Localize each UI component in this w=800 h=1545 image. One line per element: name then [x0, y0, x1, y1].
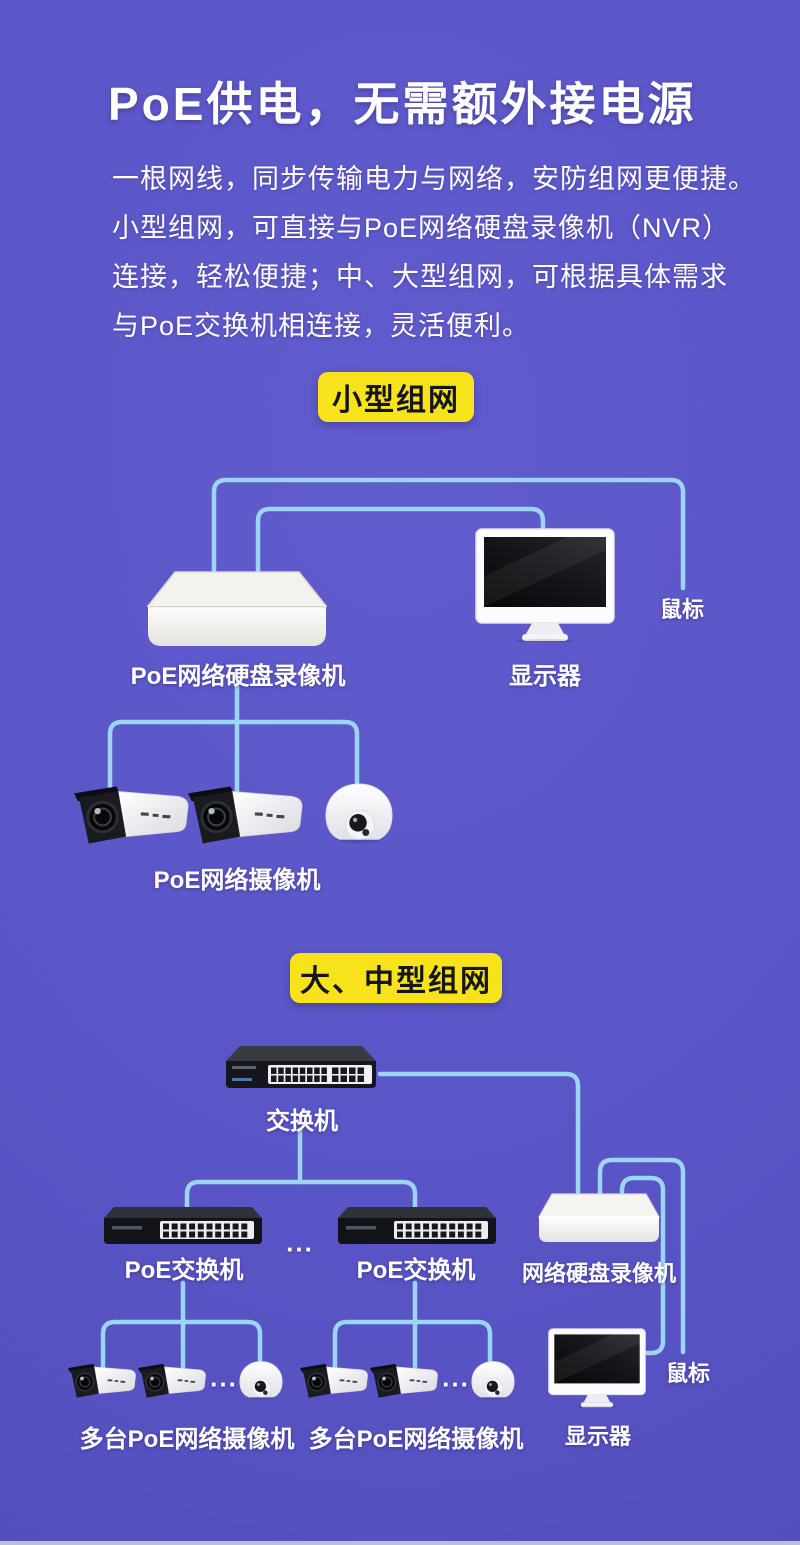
poe-switch-2-device [338, 1204, 496, 1246]
bullet-camera-device [74, 784, 192, 850]
core-switch-label: 交换机 [266, 1108, 338, 1135]
camera-group-1-label: 多台PoE网络摄像机 [79, 1426, 295, 1453]
intro-line-1: 一根网线，同步传输电力与网络，安防组网更便捷。 [112, 164, 756, 194]
bullet-camera-device [300, 1362, 370, 1402]
cable-switch-to-nvr [377, 1071, 581, 1201]
monitor-label: 显示器 [509, 663, 581, 690]
dome-camera-device [236, 1360, 286, 1404]
monitor-device [548, 1328, 646, 1408]
mouse-2-label: 鼠标 [666, 1361, 711, 1386]
dome-camera-device [320, 782, 398, 850]
nvr-device [537, 1192, 661, 1244]
intro-line-4: 与PoE交换机相连接，灵活便利。 [112, 311, 531, 341]
poe-switch-1-label: PoE交换机 [124, 1257, 244, 1284]
bullet-camera-device [188, 784, 306, 850]
section-badge-small: 小型组网 [318, 372, 474, 422]
poe-nvr-label: PoE网络硬盘录像机 [130, 663, 346, 690]
core-switch-device [224, 1046, 380, 1092]
poe-camera-label: PoE网络摄像机 [153, 867, 321, 894]
intro-line-3: 连接，轻松便捷；中、大型组网，可根据具体需求 [112, 262, 728, 292]
cable-camera-bus-g2 [332, 1319, 493, 1370]
poe-switch-1-device [104, 1204, 262, 1246]
intro-paragraph: 一根网线，同步传输电力与网络，安防组网更便捷。 小型组网，可直接与PoE网络硬盘… [112, 155, 756, 351]
section-badge-large: 大、中型组网 [290, 953, 502, 1003]
poe-switch-2-label: PoE交换机 [356, 1257, 476, 1284]
intro-line-2: 小型组网，可直接与PoE网络硬盘录像机（NVR） [112, 213, 731, 243]
bullet-camera-device [68, 1362, 138, 1402]
camera-group-2-label: 多台PoE网络摄像机 [308, 1426, 524, 1453]
dome-camera-device [468, 1360, 518, 1404]
bottom-edge-strip [0, 1541, 800, 1545]
bullet-camera-device [370, 1362, 440, 1402]
bullet-camera-device [138, 1362, 208, 1402]
poe-nvr-device [146, 570, 328, 648]
page-title: PoE供电，无需额外接电源 [108, 78, 697, 130]
ellipsis-cameras-1: ... [210, 1362, 238, 1393]
mouse-label: 鼠标 [660, 597, 705, 622]
monitor-device [475, 528, 615, 642]
ellipsis-cameras-2: ... [442, 1362, 470, 1393]
ellipsis-switches: ... [286, 1227, 314, 1258]
monitor-2-label: 显示器 [564, 1424, 632, 1449]
nvr-label: 网络硬盘录像机 [521, 1261, 677, 1286]
